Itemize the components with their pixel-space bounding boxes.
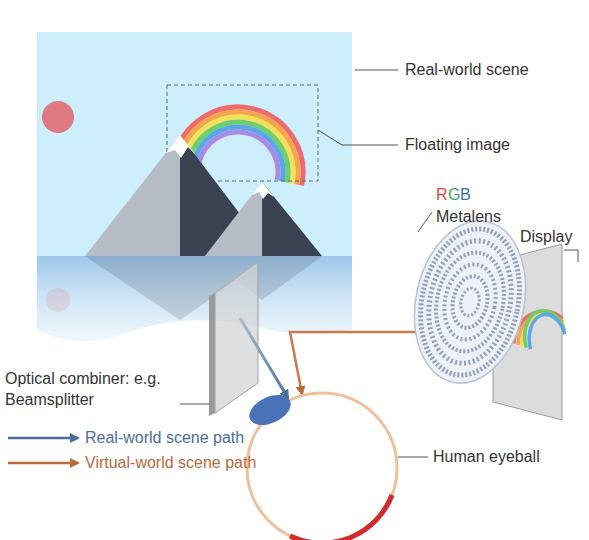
part-label: Optical combiner: e.g. Beamsplitter [5, 368, 185, 410]
mountains [85, 135, 322, 256]
reflection [46, 256, 322, 320]
part-label: Human eyeball [433, 446, 540, 467]
legend-text: Virtual-world scene path [85, 452, 256, 473]
sun [42, 101, 74, 133]
part-label: Real-world scene [405, 59, 529, 80]
sky [37, 32, 352, 256]
part-label: Metalens [436, 206, 501, 227]
real-path-arrow [240, 318, 288, 398]
eyeball [245, 389, 397, 540]
legend-sample [8, 462, 78, 465]
part-label: B [460, 184, 471, 205]
legend-sample [8, 437, 78, 440]
part-label: Display [520, 226, 572, 247]
part-label: Floating image [405, 134, 510, 155]
leader-lines [180, 70, 578, 457]
metalens [400, 211, 540, 394]
beamsplitter [209, 262, 258, 416]
part-label: G [448, 184, 460, 205]
legend-text: Real-world scene path [85, 427, 244, 448]
part-label: R [436, 184, 448, 205]
lake [37, 256, 352, 341]
